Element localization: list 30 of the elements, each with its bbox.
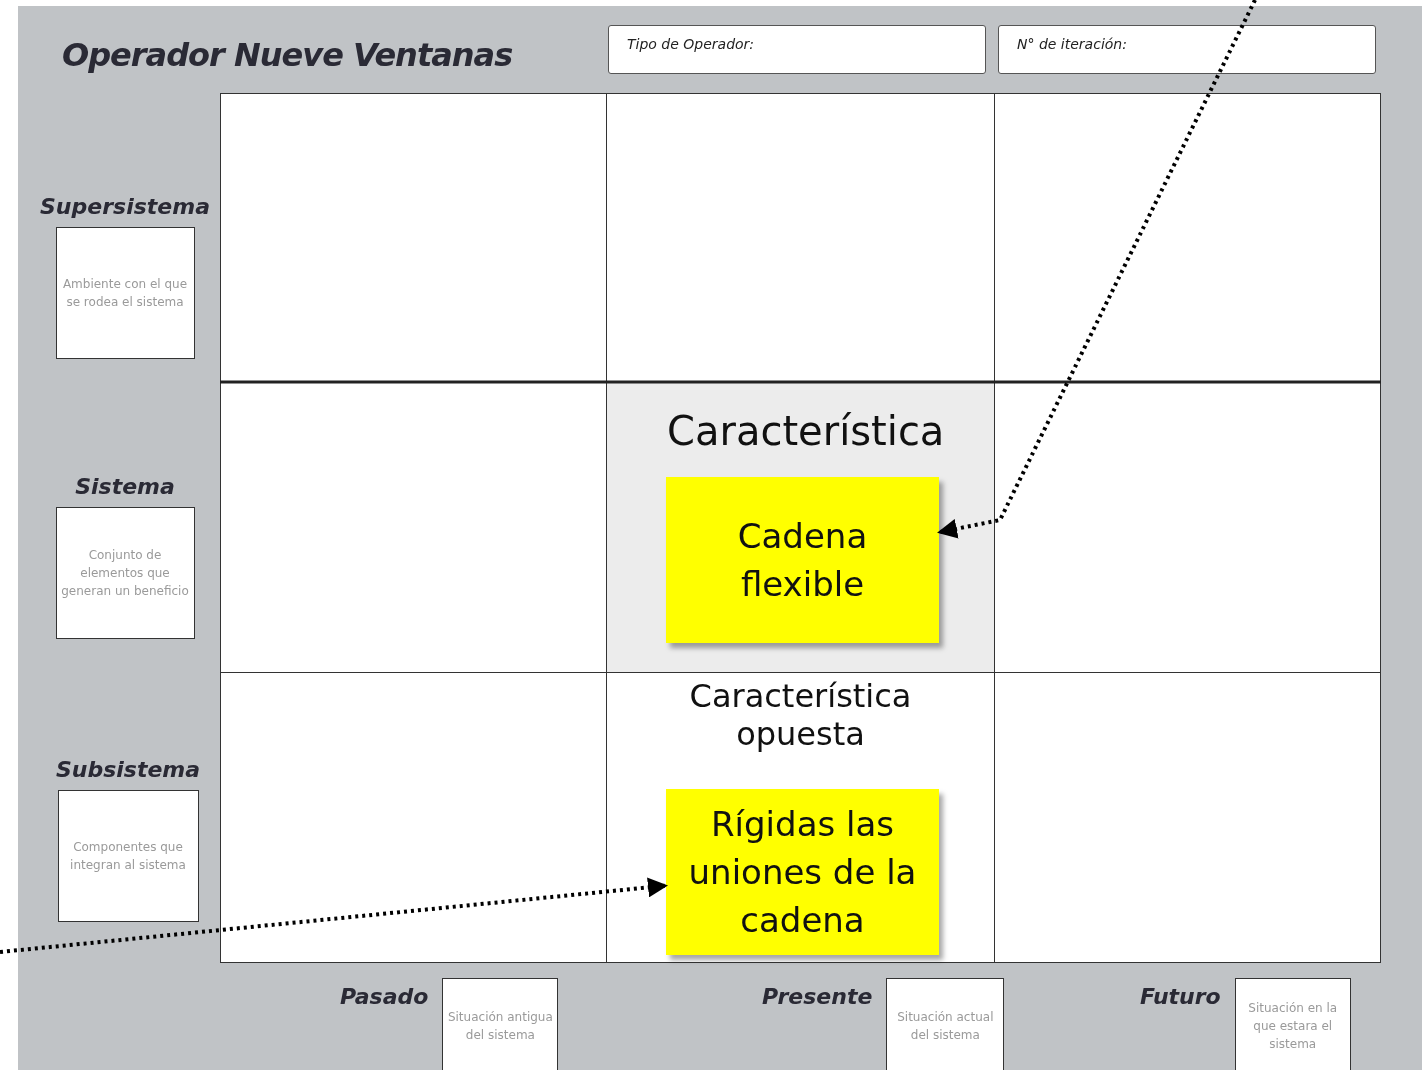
description-box: Situación en la que estara el sistema [1234,978,1351,1070]
row-heading: Supersistema [40,194,210,219]
grid-cell [220,382,607,673]
input-field: N° de iteración: [998,25,1376,74]
grid-cell [994,382,1381,673]
description-box: Componentes que integran al sistema [57,790,199,922]
diagram-title: Operador Nueve Ventanas [62,36,513,74]
cell-heading: Característica opuesta [688,677,913,754]
grid-cell [220,93,607,383]
row-heading: Subsistema [55,757,201,782]
dotted-arrow [0,877,668,954]
dotted-arrow [937,0,1257,539]
grid-cell [606,672,995,963]
sticky-note: Cadena flexible [666,477,939,643]
column-heading: Pasado [340,984,429,1009]
grid-cell [994,672,1381,963]
row-heading: Sistema [75,474,175,499]
column-heading: Futuro [1140,984,1221,1009]
description-box: Situación antigua del sistema [442,978,559,1070]
description-box: Situación actual del sistema [886,978,1005,1070]
description-box: Conjunto de elementos que generan un beneficio [55,507,195,639]
column-heading: Presente [762,984,873,1009]
input-field: Tipo de Operador: [608,25,986,74]
grid-cell [220,672,607,963]
grid-cell [606,382,995,673]
description-box: Ambiente con el que se rodea el sistema [55,227,195,359]
sticky-note: Rígidas las uniones de la cadena [666,789,939,955]
cell-heading: Característica [666,407,946,455]
grid-cell [606,93,995,383]
grid-cell [994,93,1381,383]
